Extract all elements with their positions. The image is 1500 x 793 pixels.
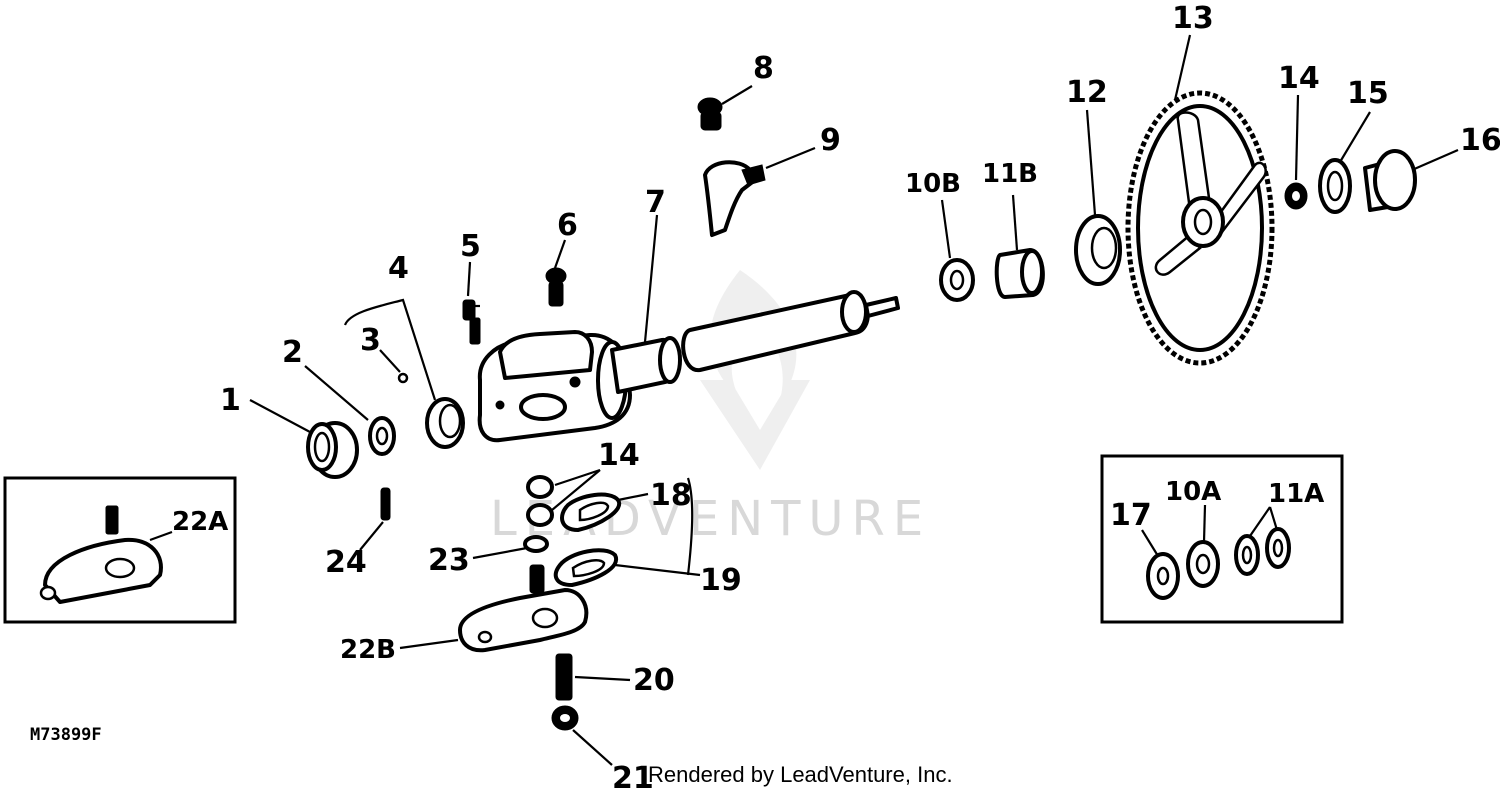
part-14-bushing-lower [526, 475, 554, 527]
callout-12: 12 [1066, 75, 1108, 110]
part-10b-bearing [939, 258, 975, 302]
callout-7: 7 [645, 185, 666, 220]
part-6-screw [545, 267, 567, 307]
part-22b-plate [458, 564, 589, 653]
part-3-pin [397, 372, 409, 384]
callout-labels: 1 2 3 4 5 6 7 8 9 10B 11B 12 13 14 15 16… [172, 1, 1500, 793]
watermark-logo [700, 270, 810, 470]
watermark-text: LEADVENTURE [490, 491, 931, 547]
part-23-washer [523, 535, 549, 553]
callout-18: 18 [650, 478, 692, 513]
part-19-spacer [553, 548, 619, 587]
part-12-bearing [1074, 214, 1122, 286]
part-16-cap [1363, 149, 1417, 212]
callout-14-upper: 14 [1278, 61, 1320, 96]
part-17-bearing [1146, 552, 1180, 600]
callout-3: 3 [360, 323, 381, 358]
part-9-clamp [703, 160, 766, 237]
steering-housing [477, 330, 632, 443]
part-15-washer [1318, 158, 1352, 214]
part-18-spacer [560, 492, 622, 532]
callout-8: 8 [753, 51, 774, 86]
part-22a-plate [39, 505, 163, 604]
callout-10b: 10B [905, 169, 961, 199]
part-20-bolt [555, 653, 573, 701]
callout-17: 17 [1110, 498, 1152, 533]
callout-22a: 22A [172, 507, 228, 537]
callout-19: 19 [700, 563, 742, 598]
callout-4: 4 [388, 251, 409, 286]
leader-lines [149, 34, 1459, 766]
part-13-steering-wheel [1125, 90, 1275, 366]
inset-22a-frame [3, 476, 237, 624]
part-10a-bearing [1186, 540, 1220, 588]
callout-11a: 11A [1268, 479, 1324, 509]
part-2-washer [368, 416, 396, 456]
part-1-bearing [306, 421, 359, 479]
callout-10a: 10A [1165, 477, 1221, 507]
callout-24: 24 [325, 545, 367, 580]
part-8-nut [697, 97, 723, 131]
credit-text: Rendered by LeadVenture, Inc. [648, 762, 953, 787]
part-4-seal [425, 397, 465, 449]
callout-1: 1 [220, 383, 241, 418]
part-7-steering-shaft [610, 290, 900, 394]
part-11b-bushing [994, 248, 1045, 299]
callout-21: 21 [612, 761, 654, 793]
callout-15: 15 [1347, 76, 1389, 111]
callout-11b: 11B [982, 159, 1038, 189]
part-11a-bushings [1234, 527, 1291, 576]
callout-6: 6 [557, 208, 578, 243]
part-5-bolt [462, 299, 481, 345]
part-14-nut-upper [1284, 182, 1308, 210]
inset-17-10a-11a-frame [1100, 454, 1344, 624]
callout-14-lower: 14 [598, 438, 640, 473]
part-21-nut [551, 705, 579, 731]
callout-23: 23 [428, 543, 470, 578]
callout-5: 5 [460, 229, 481, 264]
callout-9: 9 [820, 123, 841, 158]
part-24-pin [380, 487, 391, 521]
callout-13: 13 [1172, 1, 1214, 36]
figure-id: M73899F [30, 725, 102, 745]
callout-2: 2 [282, 335, 303, 370]
callout-20: 20 [633, 663, 675, 698]
callout-16: 16 [1460, 123, 1500, 158]
callout-22b: 22B [340, 635, 396, 665]
